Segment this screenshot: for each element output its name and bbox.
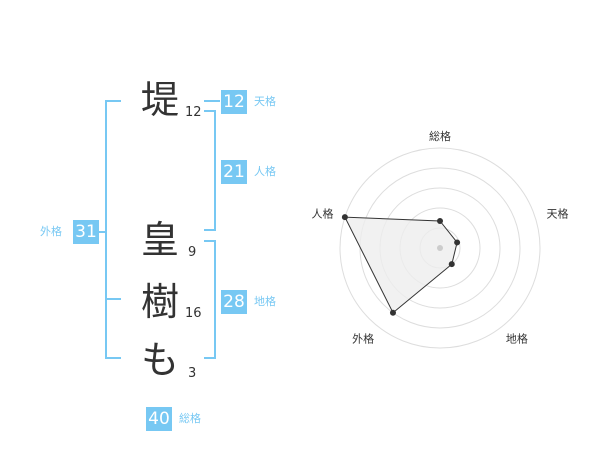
chikaku-bracket-top — [204, 240, 216, 242]
gaikaku-bracket-bottom — [105, 357, 121, 359]
gaikaku-bracket-top — [105, 100, 121, 102]
chikaku-label: 地格 — [254, 295, 276, 308]
radar-axis-label-4: 人格 — [311, 206, 333, 220]
jinkaku-bracket-top — [204, 110, 216, 112]
jinkaku-badge: 21 — [221, 160, 247, 184]
radar-point-2 — [448, 261, 455, 268]
soukaku-badge: 40 — [146, 407, 172, 431]
radar-area — [344, 216, 458, 314]
radar-center-dot — [437, 245, 443, 251]
chikaku-bracket-vertical — [214, 240, 216, 359]
name-char-2: 皇 — [140, 218, 179, 262]
tenkaku-bracket-top — [204, 100, 220, 102]
gaikaku-bracket-stem — [99, 231, 107, 233]
name-char-3: 樹 — [140, 280, 179, 324]
radar-point-1 — [454, 239, 461, 246]
radar-axis-label-3: 外格 — [352, 332, 374, 346]
gaikaku-label: 外格 — [40, 225, 62, 238]
name-char-1: 堤 — [140, 78, 179, 122]
stroke-count-2: 9 — [188, 245, 197, 260]
radar-axis-label-0: 総格 — [429, 129, 451, 143]
stroke-count-3: 16 — [185, 306, 202, 321]
radar-grid-ring — [339, 147, 541, 349]
radar-axis-label-1: 天格 — [547, 206, 569, 220]
gaikaku-bracket-middle — [105, 298, 121, 300]
soukaku-label: 総格 — [179, 412, 201, 425]
tenkaku-label: 天格 — [254, 95, 276, 108]
gaikaku-bracket-vertical — [105, 100, 107, 359]
tenkaku-badge: 12 — [221, 90, 247, 114]
radar-point-0 — [437, 218, 443, 224]
jinkaku-bracket-bottom — [204, 229, 216, 231]
stroke-count-1: 12 — [185, 105, 202, 120]
radar-axis-label-2: 地格 — [506, 332, 528, 346]
radar-point-3 — [389, 309, 396, 316]
chikaku-badge: 28 — [221, 290, 247, 314]
jinkaku-label: 人格 — [254, 165, 276, 178]
gaikaku-badge: 31 — [73, 220, 99, 244]
stroke-count-4: 3 — [188, 366, 197, 381]
jinkaku-bracket-vertical — [214, 110, 216, 231]
radar-point-4 — [341, 214, 348, 221]
chikaku-bracket-bottom — [204, 357, 216, 359]
name-char-4: も — [140, 338, 179, 382]
